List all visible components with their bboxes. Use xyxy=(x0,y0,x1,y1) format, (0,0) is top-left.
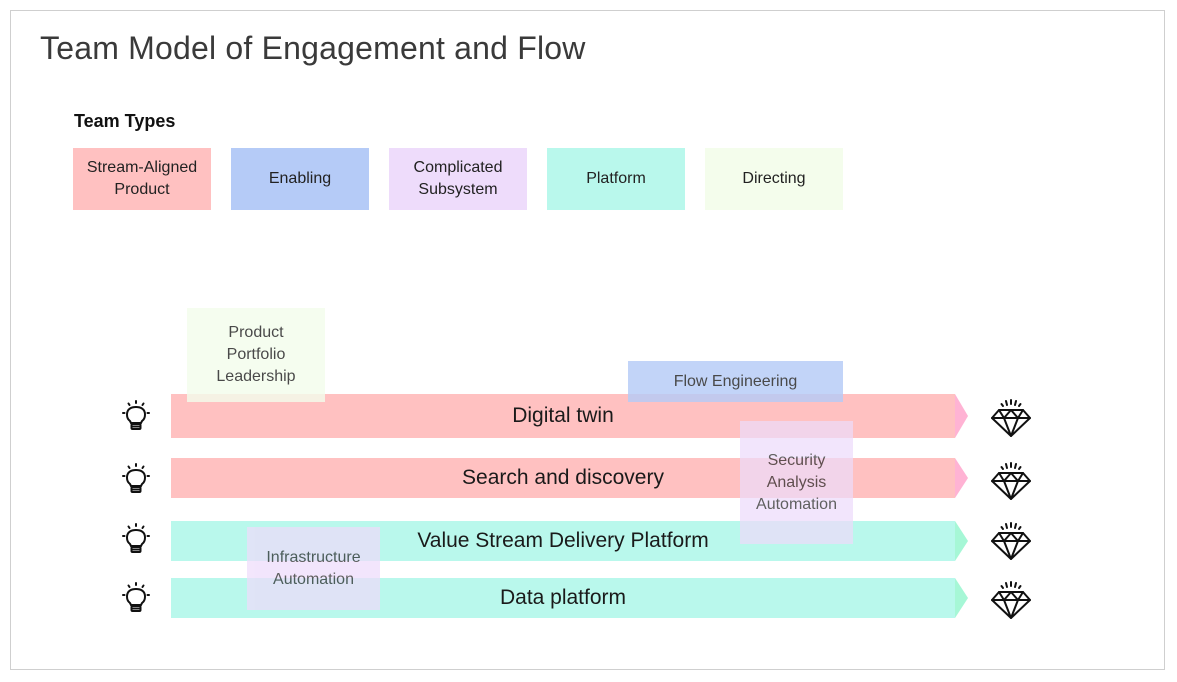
legend-label: Complicated Subsystem xyxy=(413,159,503,198)
diamond-icon xyxy=(991,522,1031,560)
diamond-icon xyxy=(991,462,1031,500)
lightbulb-icon xyxy=(122,582,150,612)
lane-label: Digital twin xyxy=(512,404,614,427)
team-label: Product Portfolio Leadership xyxy=(216,324,296,385)
legend-complicated-subsystem: Complicated Subsystem xyxy=(389,148,527,210)
legend-platform: Platform xyxy=(547,148,685,210)
legend-heading: Team Types xyxy=(74,111,176,131)
legend-label: Stream-Aligned Product xyxy=(86,159,198,198)
team-label: Infrastructure Automation xyxy=(266,548,361,588)
lane-arrow-tip xyxy=(955,578,968,618)
team-label: Security Analysis Automation xyxy=(756,451,837,513)
team-flow-engineering: Flow Engineering xyxy=(628,361,843,402)
slide-frame xyxy=(10,10,1165,670)
lightbulb-icon xyxy=(122,523,150,553)
legend-directing: Directing xyxy=(705,148,843,210)
page-title: Team Model of Engagement and Flow xyxy=(40,30,586,66)
lane-label: Search and discovery xyxy=(462,466,664,489)
legend-label: Directing xyxy=(742,170,806,187)
team-label: Flow Engineering xyxy=(673,372,798,390)
legend-stream-aligned-product: Stream-Aligned Product xyxy=(73,148,211,210)
diamond-icon xyxy=(991,399,1031,437)
team-infrastructure-automation: Infrastructure Automation xyxy=(247,527,380,610)
lane-label: Data platform xyxy=(499,586,627,609)
lane-arrow-tip xyxy=(955,521,968,561)
legend-label: Enabling xyxy=(268,170,332,187)
lane-arrow-tip xyxy=(955,394,968,438)
lightbulb-icon xyxy=(122,400,150,430)
diamond-icon xyxy=(991,581,1031,619)
lane-label: Value Stream Delivery Platform xyxy=(417,529,709,552)
lightbulb-icon xyxy=(122,463,150,493)
team-product-portfolio-leadership: Product Portfolio Leadership xyxy=(187,308,325,402)
legend-label: Platform xyxy=(586,170,646,187)
legend-enabling: Enabling xyxy=(231,148,369,210)
lane-arrow-tip xyxy=(955,458,968,498)
team-security-analysis-automation: Security Analysis Automation xyxy=(740,421,853,544)
